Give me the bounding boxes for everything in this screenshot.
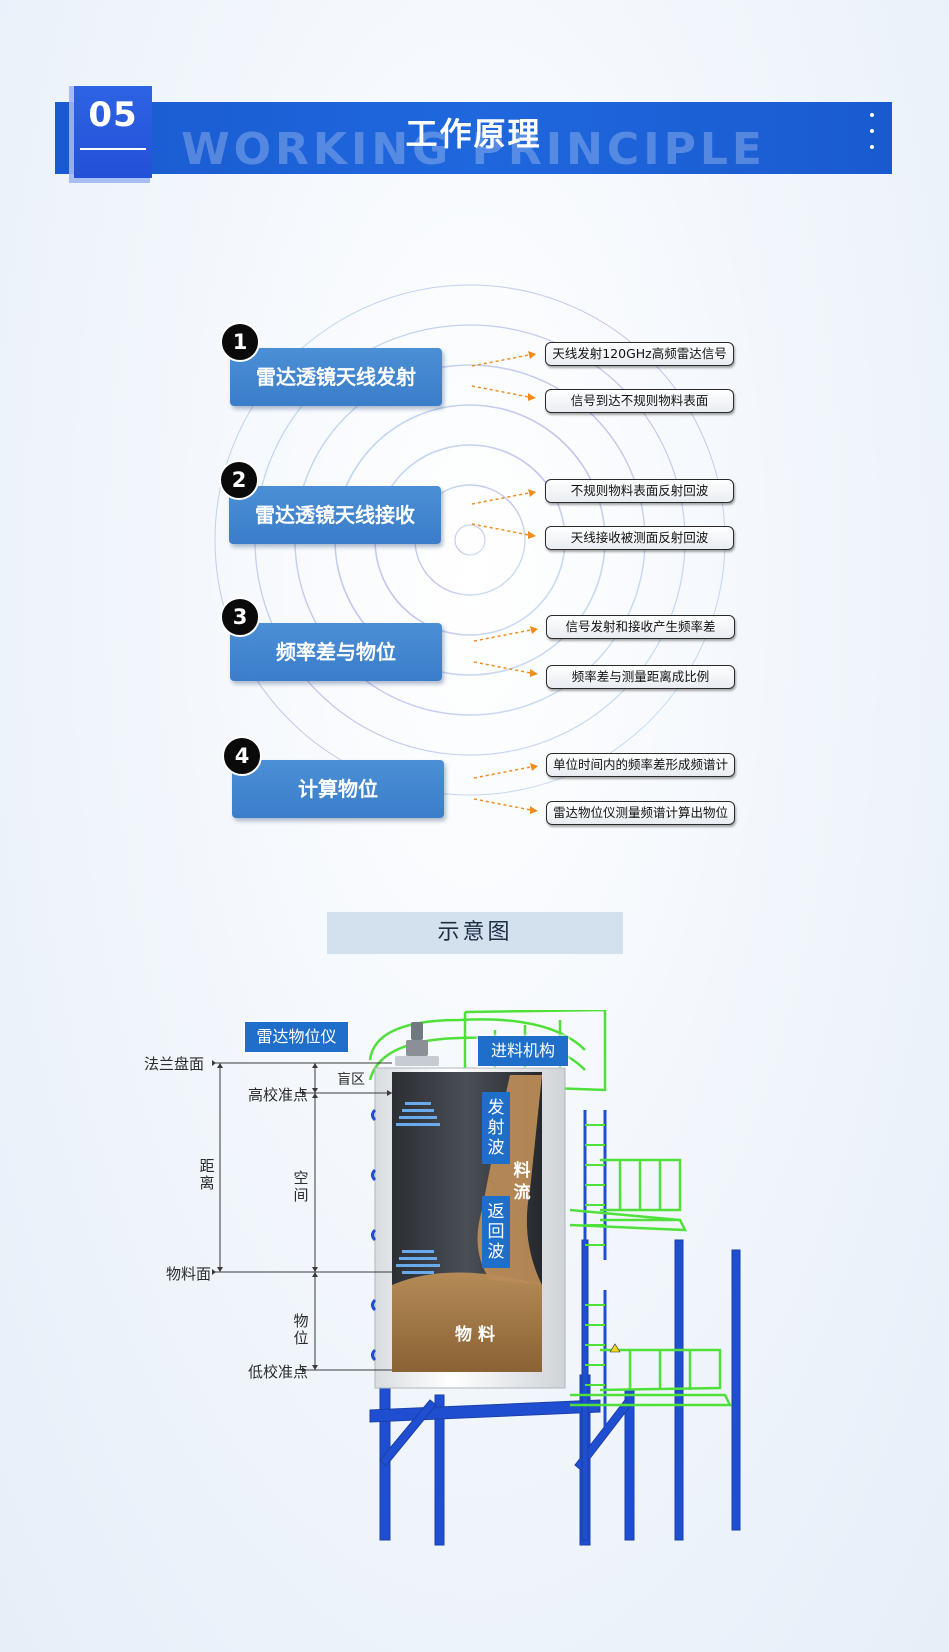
step-4-arrow-up-icon — [473, 763, 538, 779]
step-4-box: 计算物位 — [232, 760, 444, 818]
step-2-note-1: 不规则物料表面反射回波 — [545, 479, 734, 503]
step-3-arrow-up-icon — [473, 626, 538, 642]
step-4-arrow-down-icon — [473, 798, 538, 814]
step-1-arrow-down-icon — [471, 385, 536, 401]
step-1-arrow-up-icon — [471, 351, 536, 367]
blind-zone-label: 盲区 — [337, 1072, 365, 1088]
diagram-title: 示意图 — [327, 912, 623, 954]
high-calibration-label: 高校准点 — [248, 1086, 309, 1104]
step-3-number: 3 — [220, 597, 260, 637]
step-1-note-2: 信号到达不规则物料表面 — [545, 389, 734, 413]
page-title: 工作原理 — [405, 115, 542, 153]
section-number-underline — [80, 148, 146, 150]
flange-label: 法兰盘面 — [144, 1055, 205, 1073]
step-4-number: 4 — [222, 736, 262, 776]
step-2-box: 雷达透镜天线接收 — [229, 486, 441, 544]
silo-schematic: 雷达物位仪 进料机构 法兰盘面 高校准点 盲区 距离 空间 物料面 物位 低校准… — [130, 1010, 770, 1570]
step-3-box: 频率差与物位 — [230, 623, 442, 681]
silo-illustration — [212, 1010, 741, 1546]
return-wave-label: 返回波 — [482, 1196, 510, 1268]
step-3-note-1: 信号发射和接收产生频率差 — [546, 615, 735, 639]
feed-mechanism-label: 进料机构 — [478, 1036, 568, 1066]
header-watermark: WORKING PRINCIPLE — [181, 124, 766, 175]
step-3-note-2: 频率差与测量距离成比例 — [546, 665, 735, 689]
step-4-note-2: 雷达物位仪测量频谱计算出物位 — [546, 801, 735, 825]
level-label: 物位 — [293, 1312, 309, 1347]
space-label: 空间 — [293, 1169, 309, 1204]
material-flow-label: 料流 — [513, 1161, 531, 1203]
more-dots-icon — [868, 113, 876, 165]
material-surface-label: 物料面 — [166, 1265, 212, 1283]
section-number: 05 — [88, 95, 138, 135]
step-1-note-1: 天线发射120GHz高频雷达信号 — [545, 342, 734, 366]
emit-wave-label: 发射波 — [482, 1092, 510, 1164]
radar-label: 雷达物位仪 — [245, 1022, 348, 1052]
step-2-note-2: 天线接收被测面反射回波 — [545, 526, 734, 550]
step-1-box: 雷达透镜天线发射 — [230, 348, 442, 406]
material-label: 物 料 — [455, 1325, 495, 1345]
distance-label: 距离 — [199, 1157, 215, 1192]
low-calibration-label: 低校准点 — [248, 1363, 309, 1381]
header-bar — [55, 102, 892, 174]
step-1-number: 1 — [220, 322, 260, 362]
step-2-arrow-down-icon — [471, 523, 536, 539]
step-3-arrow-down-icon — [473, 661, 538, 677]
step-2-number: 2 — [219, 460, 259, 500]
step-4-note-1: 单位时间内的频率差形成频谱计 — [546, 753, 735, 777]
step-2-arrow-up-icon — [471, 489, 536, 505]
section-number-badge: 05 — [74, 86, 152, 178]
